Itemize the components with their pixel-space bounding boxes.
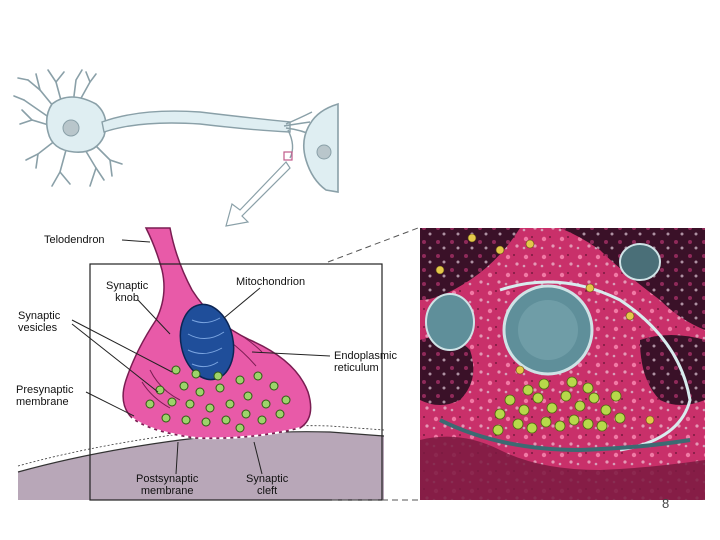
- zoom-box: [283, 151, 293, 161]
- label-telodendron: Telodendron: [44, 234, 105, 246]
- dendrites: [13, 69, 123, 187]
- label-endoplasmic-reticulum: Endoplasmic reticulum: [334, 350, 397, 374]
- detail-frame: [89, 263, 383, 501]
- label-mitochondrion: Mitochondrion: [236, 276, 306, 288]
- nucleus: [62, 119, 80, 137]
- postsynaptic-cell: [18, 431, 384, 500]
- synaptic-vesicles: [145, 365, 291, 433]
- presynaptic-membrane: [131, 417, 301, 440]
- postsynaptic-membrane-line: [17, 431, 385, 473]
- label-synaptic-knob: Synaptic knob: [106, 280, 149, 304]
- neuron-illustration: [13, 69, 339, 227]
- electron-micrograph: [420, 228, 705, 500]
- leader-lines: [71, 239, 331, 475]
- zoom-arrow: [225, 161, 291, 227]
- axon: [101, 110, 291, 133]
- connector-top: [327, 227, 419, 263]
- label-synaptic-vesicles: Synaptic vesicles: [18, 310, 61, 334]
- page-number: 8: [662, 496, 670, 511]
- label-presynaptic-membrane: Presynaptic membrane: [16, 384, 74, 408]
- label-synaptic-cleft: Synaptic cleft: [246, 473, 289, 497]
- mitochondrion-cristae: [187, 317, 225, 368]
- target-nucleus: [316, 144, 332, 160]
- label-postsynaptic-membrane: Postsynaptic membrane: [136, 473, 199, 497]
